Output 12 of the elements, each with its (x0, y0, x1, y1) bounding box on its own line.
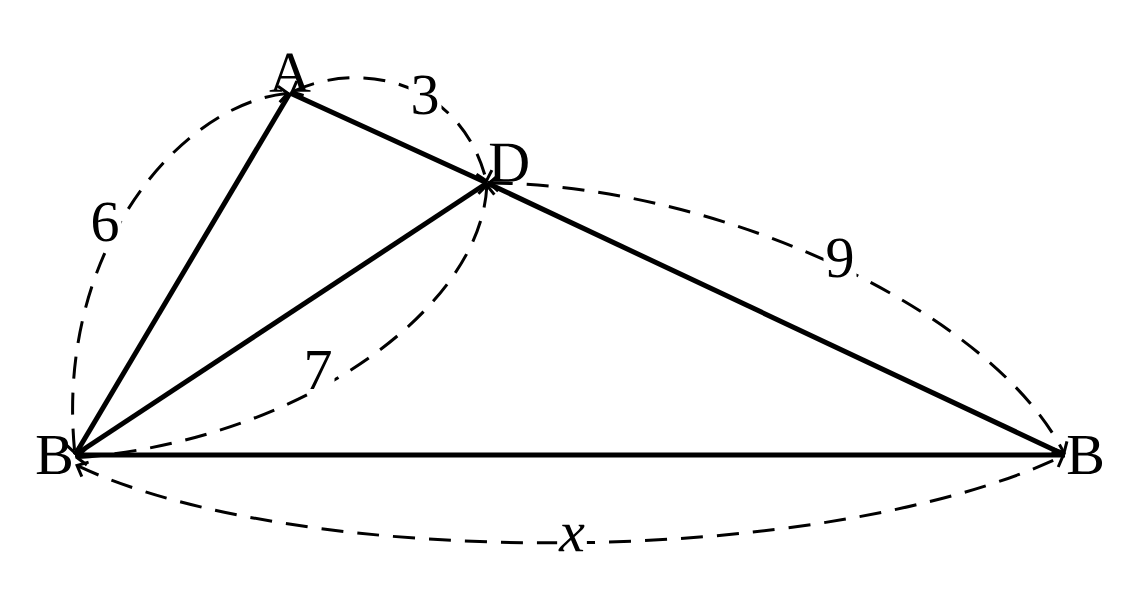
edge-label: x (557, 522, 587, 554)
edge-label: 6 (88, 200, 122, 244)
edge-label: 3 (408, 73, 442, 117)
point-label: A (269, 53, 311, 92)
segment (75, 452, 1065, 458)
point-label: D (489, 143, 528, 182)
dimension-arrow (290, 76, 494, 183)
dimension-arrow (75, 451, 1065, 545)
edge-label: 9 (823, 236, 857, 280)
point-label: B (36, 435, 71, 475)
edge-label: 7 (301, 349, 335, 391)
point-label: B (1067, 435, 1103, 475)
